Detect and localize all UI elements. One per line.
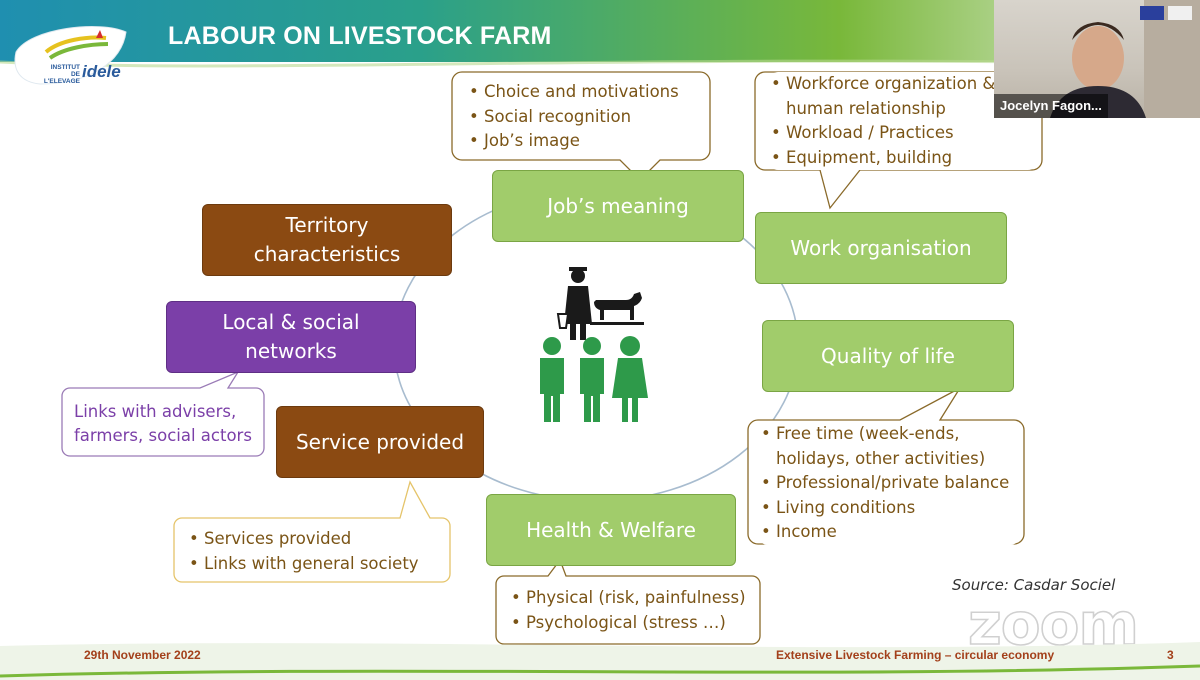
node-label-line: Local & social (222, 310, 360, 334)
list-item: Social recognition (466, 105, 702, 130)
list-item: Workforce organization &human relationsh… (768, 72, 1038, 121)
list-item: Equipment, building (768, 146, 1038, 171)
node-label-line: Territory (285, 213, 369, 237)
logo-brand-text: idele (82, 62, 121, 81)
slide-title: LABOUR ON LIVESTOCK FARM (168, 22, 552, 50)
list-item: Free time (week-ends,holidays, other act… (758, 422, 1020, 471)
participant-name-label: Jocelyn Fagon... (994, 94, 1108, 118)
callout-local-networks: Links with advisers, farmers, social act… (74, 400, 264, 448)
callout-jobs-meaning: Choice and motivations Social recognitio… (466, 80, 702, 154)
footer-band (0, 642, 1200, 680)
list-item: Physical (risk, painfulness) (508, 586, 758, 611)
node-label-line: characteristics (253, 242, 401, 266)
node-label-line: networks (245, 339, 337, 363)
logo-shape-icon (14, 26, 127, 85)
page-number: 3 (1167, 648, 1174, 662)
idele-logo: INSTITUT DE L'ELEVAGE idele (10, 22, 130, 88)
logo-institute-text: INSTITUT DE L'ELEVAGE (43, 64, 80, 85)
list-item: Income (758, 520, 1020, 545)
callout-service-provided: Services provided Links with general soc… (186, 527, 448, 576)
node-quality-of-life: Quality of life (762, 320, 1014, 392)
list-item: Living conditions (758, 496, 1020, 521)
header-wave (0, 59, 1200, 68)
footer-date: 29th November 2022 (84, 648, 201, 662)
callout-line: Links with advisers, (74, 402, 237, 421)
node-local-social-networks: Local & social networks (166, 301, 416, 373)
list-item: Professional/private balance (758, 471, 1020, 496)
list-item: Services provided (186, 527, 448, 552)
list-item: Links with general society (186, 552, 448, 577)
node-work-organisation: Work organisation (755, 212, 1007, 284)
list-item: Workload / Practices (768, 121, 1038, 146)
callout-quality-of-life: Free time (week-ends,holidays, other act… (758, 422, 1020, 545)
source-citation: Source: Casdar Sociel (952, 576, 1116, 594)
list-item: Choice and motivations (466, 80, 702, 105)
farmer-family-cow-icon (540, 267, 648, 422)
node-health-welfare: Health & Welfare (486, 494, 736, 566)
node-jobs-meaning: Job’s meaning (492, 170, 744, 242)
callout-work-organisation: Workforce organization &human relationsh… (768, 72, 1038, 170)
list-item: Job’s image (466, 129, 702, 154)
node-service-provided: Service provided (276, 406, 484, 478)
callout-line: farmers, social actors (74, 426, 252, 445)
list-item: Psychological (stress …) (508, 611, 758, 636)
callout-health-welfare: Physical (risk, painfulness) Psychologic… (508, 586, 758, 635)
footer-topic: Extensive Livestock Farming – circular e… (776, 648, 1055, 662)
participant-video[interactable]: Jocelyn Fagon... (994, 0, 1200, 118)
node-territory-characteristics: Territory characteristics (202, 204, 452, 276)
